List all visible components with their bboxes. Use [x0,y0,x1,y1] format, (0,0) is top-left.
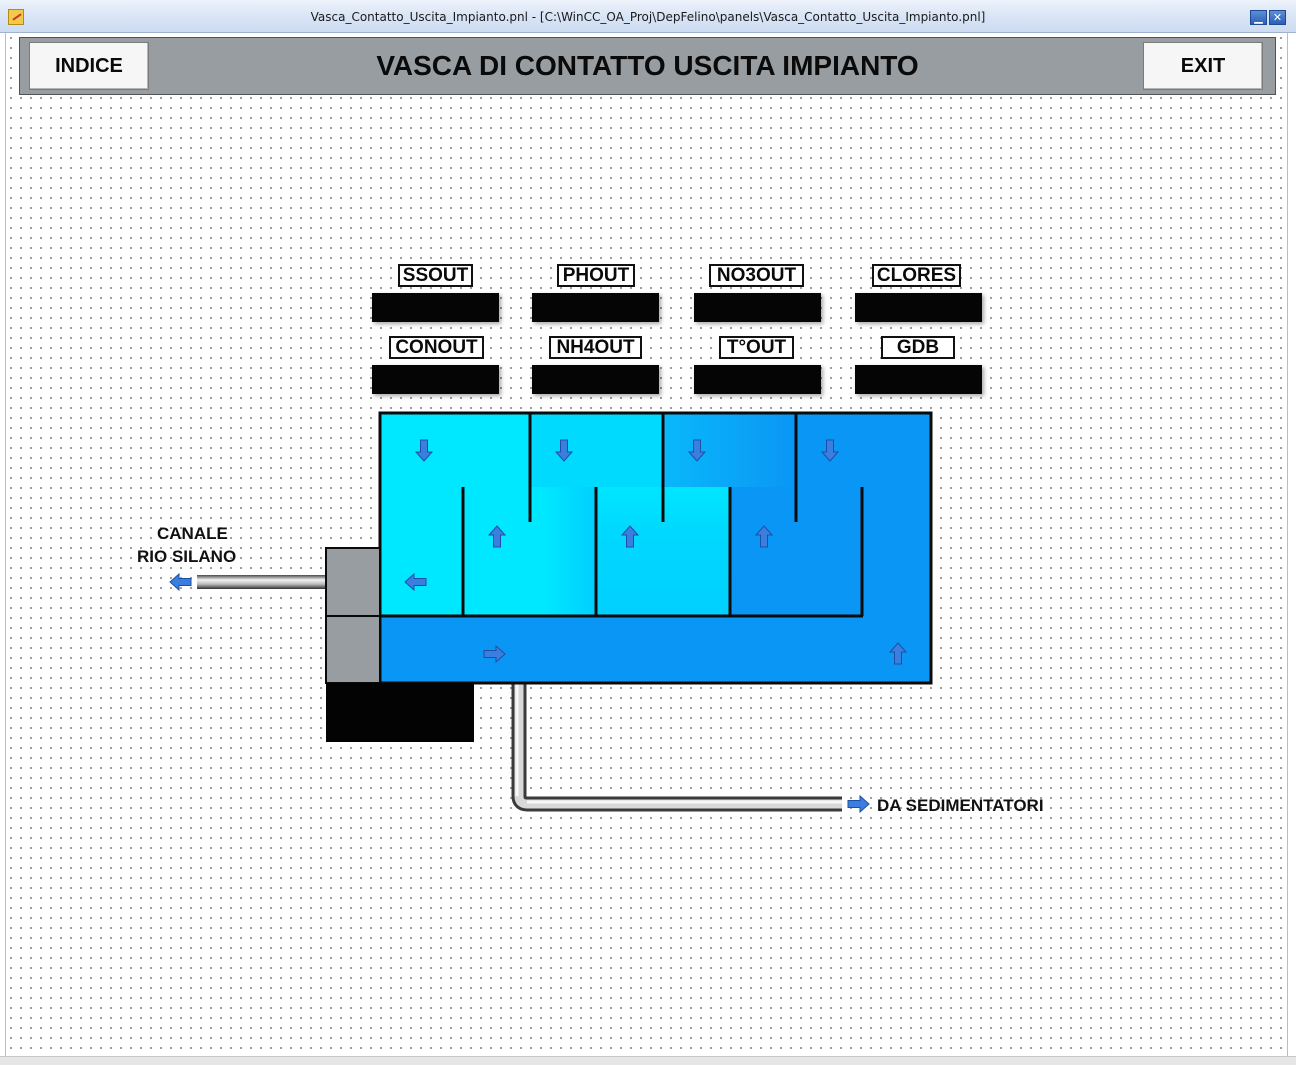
base-block [326,683,474,742]
outlet-pipe [197,575,327,589]
compartment-4 [663,413,796,487]
exit-button[interactable]: EXIT [1143,42,1263,90]
value-conout [372,365,499,394]
outlet-box-lower [325,615,381,684]
inlet-pipe-outline [511,683,842,812]
panel-header: INDICE VASCA DI CONTATTO USCITA IMPIANTO… [19,37,1276,95]
label-no3out: NO3OUT [709,264,804,287]
outlet-label-line1: CANALE [157,524,228,543]
minimize-button[interactable]: ▁ [1250,10,1267,25]
label-ssout: SSOUT [398,264,473,287]
label-phout: PHOUT [557,264,635,287]
label-conout: CONOUT [389,336,484,359]
inlet-label: DA SEDIMENTATORI [877,796,1044,815]
value-phout [532,293,659,322]
app-icon [8,9,24,25]
outlet-box-upper [325,547,381,617]
value-clores [855,293,982,322]
value-gdb [855,365,982,394]
page-title: VASCA DI CONTATTO USCITA IMPIANTO [376,50,919,81]
close-button[interactable]: ✕ [1269,10,1286,25]
label-nh4out: NH4OUT [549,336,642,359]
value-nh4out [532,365,659,394]
window-title: Vasca_Contatto_Uscita_Impianto.pnl - [C:… [310,10,986,24]
label-gdb: GDB [881,336,955,359]
compartment-6 [796,413,931,487]
window-bottom-edge [0,1056,1296,1065]
value-tout [694,365,821,394]
value-ssout [372,293,499,322]
bottom-channel [380,615,931,683]
compartment-2 [530,413,663,487]
label-clores: CLORES [872,264,961,287]
indice-button[interactable]: INDICE [29,42,149,90]
arrow-icon [169,573,192,591]
inlet-pipe [514,683,842,809]
label-tout: T°OUT [719,336,794,359]
arrow-icon [847,795,870,813]
window-titlebar: Vasca_Contatto_Uscita_Impianto.pnl - [C:… [0,0,1296,33]
value-no3out [694,293,821,322]
outlet-label-line2: RIO SILANO [137,547,237,566]
compartment-7 [730,487,931,615]
